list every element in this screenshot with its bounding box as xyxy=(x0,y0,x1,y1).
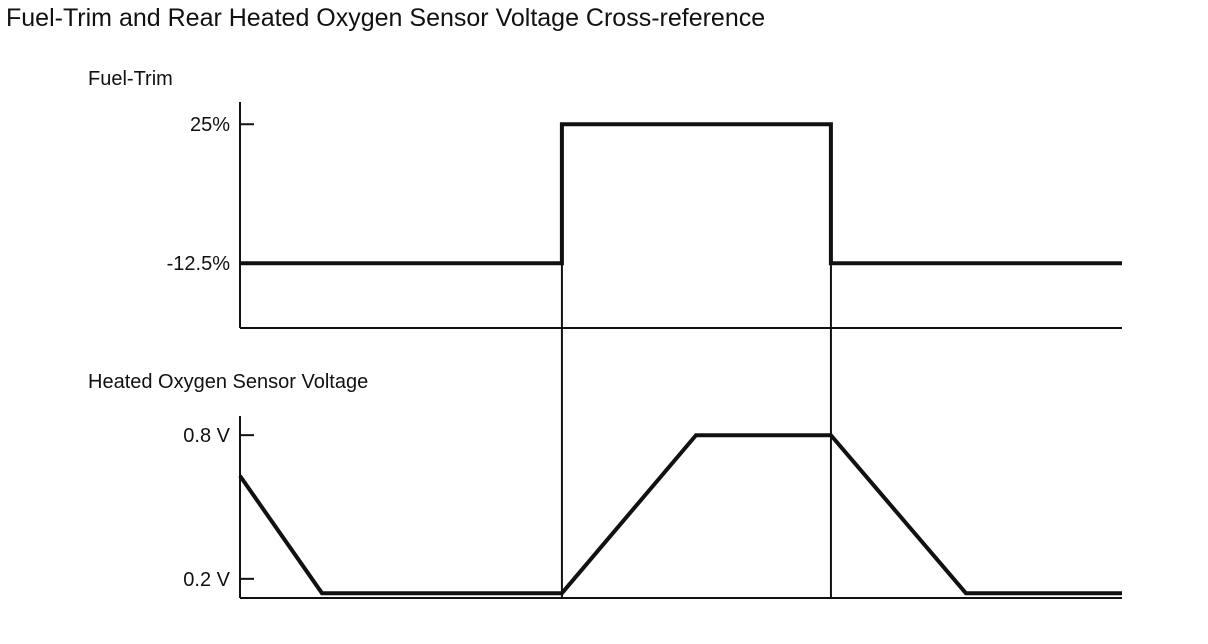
oxygen-sensor-axis-label: Heated Oxygen Sensor Voltage xyxy=(88,371,368,393)
oxygen-sensor-series-line xyxy=(238,433,1122,596)
fuel-trim-axis-label: Fuel-Trim xyxy=(88,68,173,90)
fuel-trim-series-line xyxy=(240,122,1122,266)
fuel-trim-y-tick-label: 25% xyxy=(190,114,230,136)
chart-title: Fuel-Trim and Rear Heated Oxygen Sensor … xyxy=(6,4,766,32)
oxygen-sensor-y-tick-label: 0.8 V xyxy=(183,425,230,447)
oxygen-sensor-y-tick-label: 0.2 V xyxy=(183,569,230,591)
fuel-trim-y-tick-label: -12.5% xyxy=(167,253,231,275)
